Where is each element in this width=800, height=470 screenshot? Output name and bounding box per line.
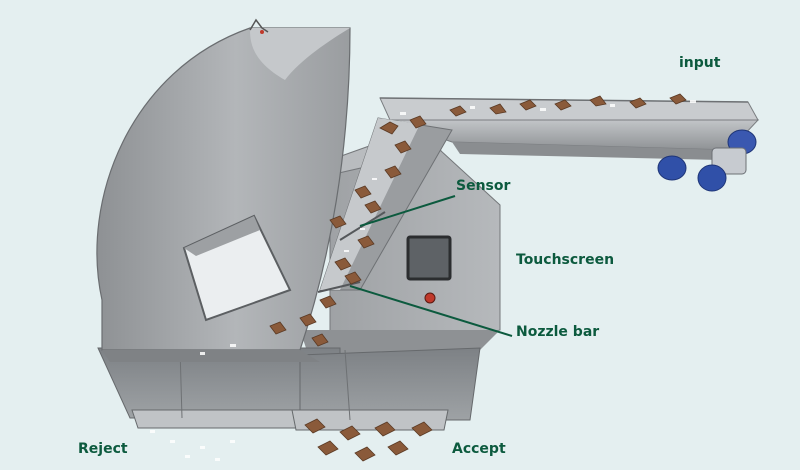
product-pieces: [269, 93, 687, 462]
accept-hopper: [291, 347, 481, 431]
touchscreen-panel: [406, 235, 452, 281]
sensor-label: Sensor: [456, 178, 511, 194]
emergency-stop-icon: [424, 292, 436, 304]
nozzle-bar-label: Nozzle bar: [516, 324, 600, 340]
reject-label: Reject: [78, 441, 128, 457]
ejection-hood: [96, 27, 351, 362]
leader-lines: [349, 195, 513, 337]
hood-window: [182, 214, 292, 322]
conveyor-roller-icons: [657, 129, 757, 192]
hood-handle-icon: [249, 18, 269, 34]
touchscreen-label: Touchscreen: [516, 252, 615, 268]
nozzle-bar-element: [317, 281, 361, 293]
sensor-leader-line: [359, 195, 456, 227]
accept-label: Accept: [452, 441, 506, 457]
input-label: input: [679, 55, 721, 71]
foreign-material-specks: [150, 100, 696, 461]
nozzle-leader-line: [349, 285, 513, 337]
